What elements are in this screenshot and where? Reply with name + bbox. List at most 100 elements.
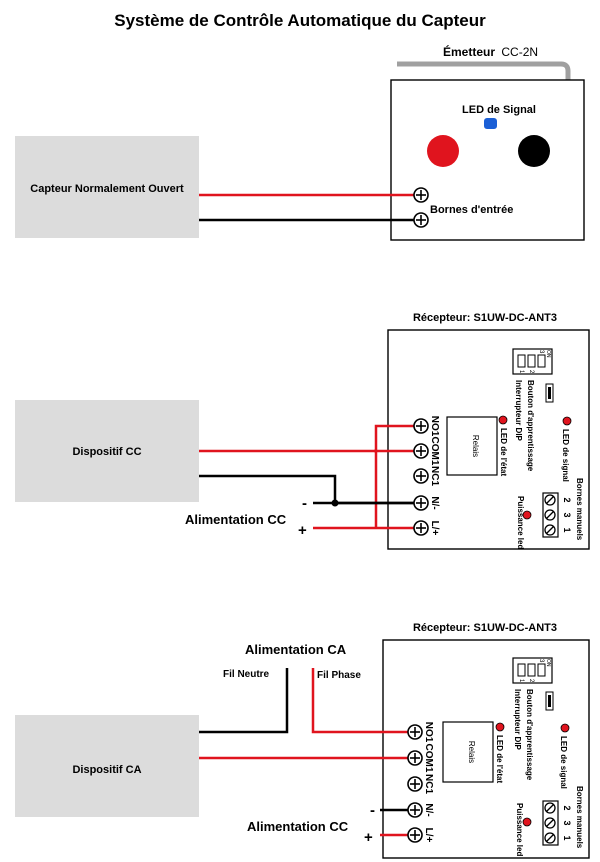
r2-label-no1: NO1 [423, 722, 434, 743]
transmitter-label: Émetteur CC-2N [443, 44, 538, 59]
signal-led-blue [484, 118, 497, 129]
sensor-box [15, 136, 199, 238]
r2-learn-button-label: Bouton d'apprentissage [525, 689, 534, 781]
r2-signal-led [560, 723, 570, 733]
r2-label-com1: COM1 [423, 744, 434, 773]
dc-device-box [15, 400, 199, 502]
r1-terminal-n [413, 495, 429, 511]
r1-label-no1: NO1 [429, 416, 440, 437]
r2-dip-2 [527, 663, 536, 677]
ac-minus-symbol: - [370, 802, 375, 819]
r1-learn-button-inner [548, 387, 551, 399]
r1-label-l: L/+ [429, 521, 440, 536]
r1-manual-terminal-3 [544, 524, 556, 536]
signal-led-label: LED de Signal [462, 104, 536, 116]
r2-manual-num-1: 1 [562, 835, 572, 840]
r1-manual-terminals-label: Bornes manuels [575, 478, 584, 541]
ac-wire-neutral [199, 668, 289, 734]
neutral-label: Fil Neutre [223, 669, 270, 680]
r1-terminal-com1 [413, 443, 429, 459]
ac-device-box [15, 715, 199, 817]
r1-power-led [522, 510, 532, 520]
input-terminals-label: Bornes d'entrée [430, 204, 513, 216]
r1-dip-num-2: 2 [528, 370, 534, 374]
r2-dip-num-1: 1 [518, 679, 524, 683]
r1-dip-on: ON [545, 350, 551, 358]
r2-manual-terminal-3 [544, 832, 556, 844]
input-terminal-1 [413, 187, 429, 203]
r2-terminal-n [407, 802, 423, 818]
page-title: Système de Contrôle Automatique du Capte… [114, 11, 486, 30]
r1-power-led-label: Puissance led [516, 496, 525, 549]
dc-wire-red-no1 [199, 424, 415, 453]
r2-dip-num-3: 3 [538, 659, 544, 663]
r1-dip-1 [517, 354, 526, 368]
r2-dip-3 [537, 663, 546, 677]
dc-minus-symbol: - [302, 495, 307, 512]
r2-manual-num-2: 2 [562, 805, 572, 810]
r1-dip-label: Interrupteur DIP [514, 380, 523, 442]
r1-label-n: N/- [429, 496, 440, 509]
ac-wire-phase [311, 668, 409, 734]
r2-power-led-label: Puissance led [515, 803, 524, 856]
r2-manual-terminals-label: Bornes manuels [575, 786, 584, 849]
r1-manual-num-2: 2 [562, 497, 572, 502]
r1-relay-label: Relais [471, 435, 480, 457]
r2-signal-led-label: LED de signal [559, 736, 568, 789]
ac-device-label: Dispositif CA [72, 764, 141, 776]
r2-relay-label: Relais [467, 741, 476, 763]
section-dc-device: Récepteur: S1UW-DC-ANT3 Dispositif CC Al… [15, 312, 590, 550]
r2-power-led [522, 817, 532, 827]
r2-label-nc1: NC1 [423, 774, 434, 794]
r1-status-led [498, 415, 508, 425]
r2-status-led-label: LED de l'état [495, 735, 504, 783]
ac-power-label: Alimentation CA [245, 642, 347, 657]
r1-terminal-l [413, 520, 429, 536]
antenna [397, 61, 571, 80]
r2-terminal-nc1 [407, 776, 423, 792]
ac-dc-power-label: Alimentation CC [247, 819, 349, 834]
r1-manual-num-3: 3 [562, 512, 572, 517]
r1-dip-num-3: 3 [538, 350, 544, 354]
r1-label-com1: COM1 [429, 437, 440, 466]
r1-dip-3 [537, 354, 546, 368]
r2-terminal-l [407, 827, 423, 843]
dc-wire-black [199, 474, 415, 505]
r2-label-n: N/- [423, 803, 434, 816]
r1-relay [446, 416, 498, 476]
r2-manual-num-3: 3 [562, 820, 572, 825]
section-ac-device: Récepteur: S1UW-DC-ANT3 Alimentation CA … [15, 622, 590, 859]
r2-label-l: L/+ [423, 828, 434, 843]
r2-relay [442, 721, 494, 783]
ac-plus-symbol: + [364, 829, 373, 846]
r2-dip-on: ON [545, 659, 551, 667]
section-sensor: Capteur Normalement Ouvert Émetteur CC-2… [15, 44, 585, 241]
dc-junction [331, 499, 339, 507]
dc-device-label: Dispositif CC [72, 446, 141, 458]
r1-signal-led [562, 416, 572, 426]
r1-signal-led-label: LED de signal [561, 429, 570, 482]
r2-manual-terminal-1 [544, 802, 556, 814]
black-button-icon [518, 135, 550, 167]
r2-terminal-com1 [407, 750, 423, 766]
receiver-label-2: Récepteur: S1UW-DC-ANT3 [413, 622, 557, 634]
r1-terminal-no1 [413, 418, 429, 434]
r1-learn-button-label: Bouton d'apprentissage [526, 380, 535, 472]
r2-dip-1 [517, 663, 526, 677]
dc-power-label: Alimentation CC [185, 512, 287, 527]
r1-dip-2 [527, 354, 536, 368]
r2-dip-num-2: 2 [528, 679, 534, 683]
phase-label: Fil Phase [317, 670, 361, 681]
r2-dip-label: Interrupteur DIP [513, 689, 522, 751]
r1-manual-terminal-2 [544, 509, 556, 521]
r2-manual-terminal-2 [544, 817, 556, 829]
receiver-label-1: Récepteur: S1UW-DC-ANT3 [413, 312, 557, 324]
r1-dip-num-1: 1 [518, 370, 524, 374]
r1-status-led-label: LED de l'état [499, 428, 508, 476]
r1-terminal-nc1 [413, 468, 429, 484]
r2-learn-button-inner [548, 695, 551, 707]
sensor-label: Capteur Normalement Ouvert [30, 183, 184, 195]
r2-status-led [495, 722, 505, 732]
dc-plus-symbol: + [298, 522, 307, 539]
